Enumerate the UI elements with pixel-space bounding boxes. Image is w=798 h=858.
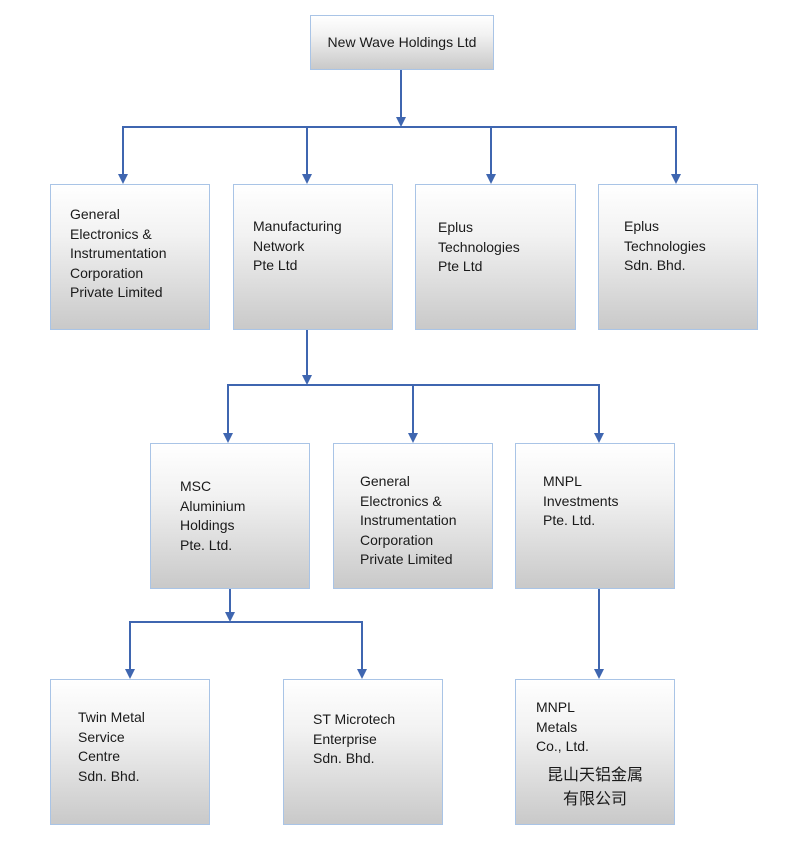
org-node-label: Eplus Technologies Sdn. Bhd. (624, 218, 706, 273)
org-node-l1-1: General Electronics & Instrumentation Co… (50, 184, 210, 330)
org-node-cjk-line-2: 有限公司 (562, 789, 627, 808)
org-node-l3-3: MNPL Metals Co., Ltd. 昆山天铝金属 有限公司 (515, 679, 675, 825)
org-node-label: MNPL Metals Co., Ltd. (536, 699, 589, 754)
org-node-label: MSC Aluminium Holdings Pte. Ltd. (180, 478, 246, 553)
org-node-label: MNPL Investments Pte. Ltd. (543, 473, 619, 528)
org-node-l3-1: Twin Metal Service Centre Sdn. Bhd. (50, 679, 210, 825)
org-node-l2-3: MNPL Investments Pte. Ltd. (515, 443, 675, 589)
org-node-l2-2: General Electronics & Instrumentation Co… (333, 443, 493, 589)
org-node-label: Twin Metal Service Centre Sdn. Bhd. (78, 709, 145, 784)
org-node-label: General Electronics & Instrumentation Co… (70, 206, 167, 300)
org-node-l2-1: MSC Aluminium Holdings Pte. Ltd. (150, 443, 310, 589)
org-node-label: Eplus Technologies Pte Ltd (438, 219, 520, 274)
org-node-cjk-line-1: 昆山天铝金属 (546, 765, 643, 784)
org-node-label: ST Microtech Enterprise Sdn. Bhd. (313, 711, 396, 766)
org-node-root: New Wave Holdings Ltd (310, 15, 494, 70)
org-node-l3-2: ST Microtech Enterprise Sdn. Bhd. (283, 679, 443, 825)
org-node-l1-3: Eplus Technologies Pte Ltd (415, 184, 576, 330)
org-node-l1-2: Manufacturing Network Pte Ltd (233, 184, 393, 330)
org-node-l1-4: Eplus Technologies Sdn. Bhd. (598, 184, 758, 330)
org-node-root-label: New Wave Holdings Ltd (327, 33, 477, 50)
org-node-label: Manufacturing Network Pte Ltd (253, 218, 342, 273)
org-node-label: General Electronics & Instrumentation Co… (360, 473, 457, 567)
